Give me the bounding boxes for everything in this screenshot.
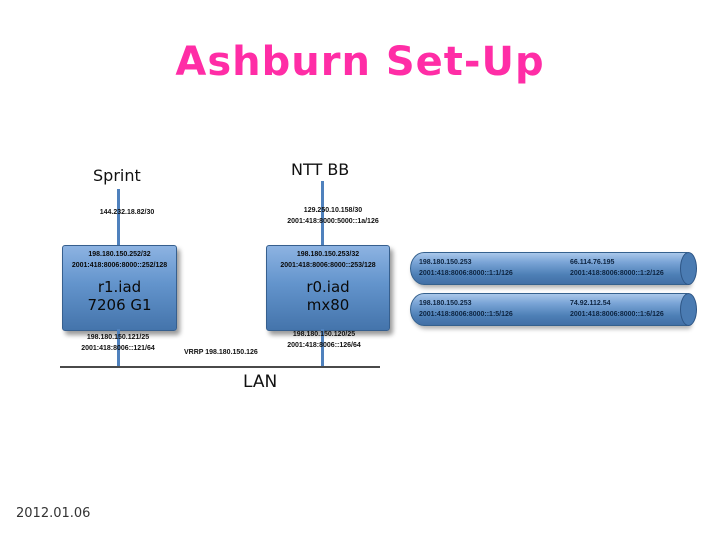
slide-title: Ashburn Set-Up <box>175 39 545 85</box>
lan-ip-r0: 198.180.150.120/25 2001:418:8006::126/64 <box>264 330 384 351</box>
tunnel-pipe-2: 198.180.150.253 2001:418:8006:8000::1:5/… <box>410 293 697 326</box>
uplink-line-sprint <box>117 189 120 246</box>
uplink-ipv6-nttbb: 2001:418:8000:5000::1a/126 <box>287 217 379 225</box>
router-wan-ipv4-r1: 198.180.150.252/32 <box>88 251 151 258</box>
uplink-ip-nttbb: 129.250.10.158/30 2001:418:8000:5000::1a… <box>266 206 400 227</box>
uplink-ip-sprint: 144.232.18.82/30 <box>57 208 197 219</box>
tunnel-1-local-ipv6: 2001:418:8006:8000::1:1/126 <box>419 270 513 278</box>
lan-line-r1 <box>117 329 120 367</box>
tunnel-1-local: 198.180.150.253 2001:418:8006:8000::1:1/… <box>419 257 513 279</box>
router-box-r0-iad: 198.180.150.253/32 2001:418:8006:8000::2… <box>266 245 390 331</box>
lan-ipv6-r1: 2001:418:8006::121/64 <box>81 344 155 352</box>
tunnel-pipe-1-cap <box>680 252 697 285</box>
router-wan-ipv6-r0: 2001:418:8006:8000::253/128 <box>280 261 376 269</box>
slide-date: 2012.01.06 <box>16 506 91 521</box>
tunnel-2-local: 198.180.150.253 2001:418:8006:8000::1:5/… <box>419 298 513 320</box>
lan-label: LAN <box>243 372 278 392</box>
uplink-ipv4-sprint: 144.232.18.82/30 <box>99 209 155 216</box>
tunnel-2-remote: 74.92.112.54 2001:418:8006:8000::1:6/126 <box>570 298 664 320</box>
provider-label-nttbb: NTT BB <box>291 160 350 179</box>
tunnel-pipe-1-body <box>410 252 690 285</box>
router-wan-ipv4-r0: 198.180.150.253/32 <box>296 251 360 258</box>
tunnel-pipe-2-cap <box>680 293 697 326</box>
router-model-r1: 7206 G1 <box>87 296 152 314</box>
tunnel-1-local-ipv4: 198.180.150.253 <box>419 259 472 266</box>
lan-ipv4-r1: 198.180.150.121/25 <box>86 334 150 341</box>
uplink-ipv4-nttbb: 129.250.10.158/30 <box>303 207 363 214</box>
tunnel-1-remote-ipv4: 66.114.76.195 <box>570 259 615 266</box>
tunnel-pipe-1: 198.180.150.253 2001:418:8006:8000::1:1/… <box>410 252 697 285</box>
tunnel-2-local-ipv4: 198.180.150.253 <box>419 300 472 307</box>
lan-ipv4-r0: 198.180.150.120/25 <box>292 331 356 338</box>
router-model-r0: mx80 <box>306 296 350 314</box>
lan-ipv6-r0: 2001:418:8006::126/64 <box>287 341 361 349</box>
router-wan-ips-r0: 198.180.150.253/32 2001:418:8006:8000::2… <box>267 250 389 271</box>
tunnel-1-remote-ipv6: 2001:418:8006:8000::1:2/126 <box>570 270 664 278</box>
lan-line-r0 <box>321 329 324 367</box>
router-name-r1: r1.iad <box>97 278 142 296</box>
provider-label-sprint: Sprint <box>93 166 141 185</box>
tunnel-1-remote: 66.114.76.195 2001:418:8006:8000::1:2/12… <box>570 257 664 279</box>
router-wan-ips-r1: 198.180.150.252/32 2001:418:8006:8000::2… <box>63 250 176 271</box>
tunnel-2-remote-ipv6: 2001:418:8006:8000::1:6/126 <box>570 311 664 319</box>
tunnel-2-remote-ipv4: 74.92.112.54 <box>570 300 611 307</box>
uplink-line-nttbb <box>321 181 324 245</box>
router-name-r0: r0.iad <box>306 278 350 296</box>
tunnel-pipe-2-body <box>410 293 690 326</box>
tunnel-2-local-ipv6: 2001:418:8006:8000::1:5/126 <box>419 311 513 319</box>
vrrp-label: VRRP 198.180.150.126 <box>184 349 258 356</box>
router-wan-ipv6-r1: 2001:418:8006:8000::252/128 <box>71 261 168 269</box>
lan-ip-r1: 198.180.150.121/25 2001:418:8006::121/64 <box>58 333 178 354</box>
router-box-r1-iad: 198.180.150.252/32 2001:418:8006:8000::2… <box>62 245 177 331</box>
lan-bus-line <box>60 366 380 368</box>
